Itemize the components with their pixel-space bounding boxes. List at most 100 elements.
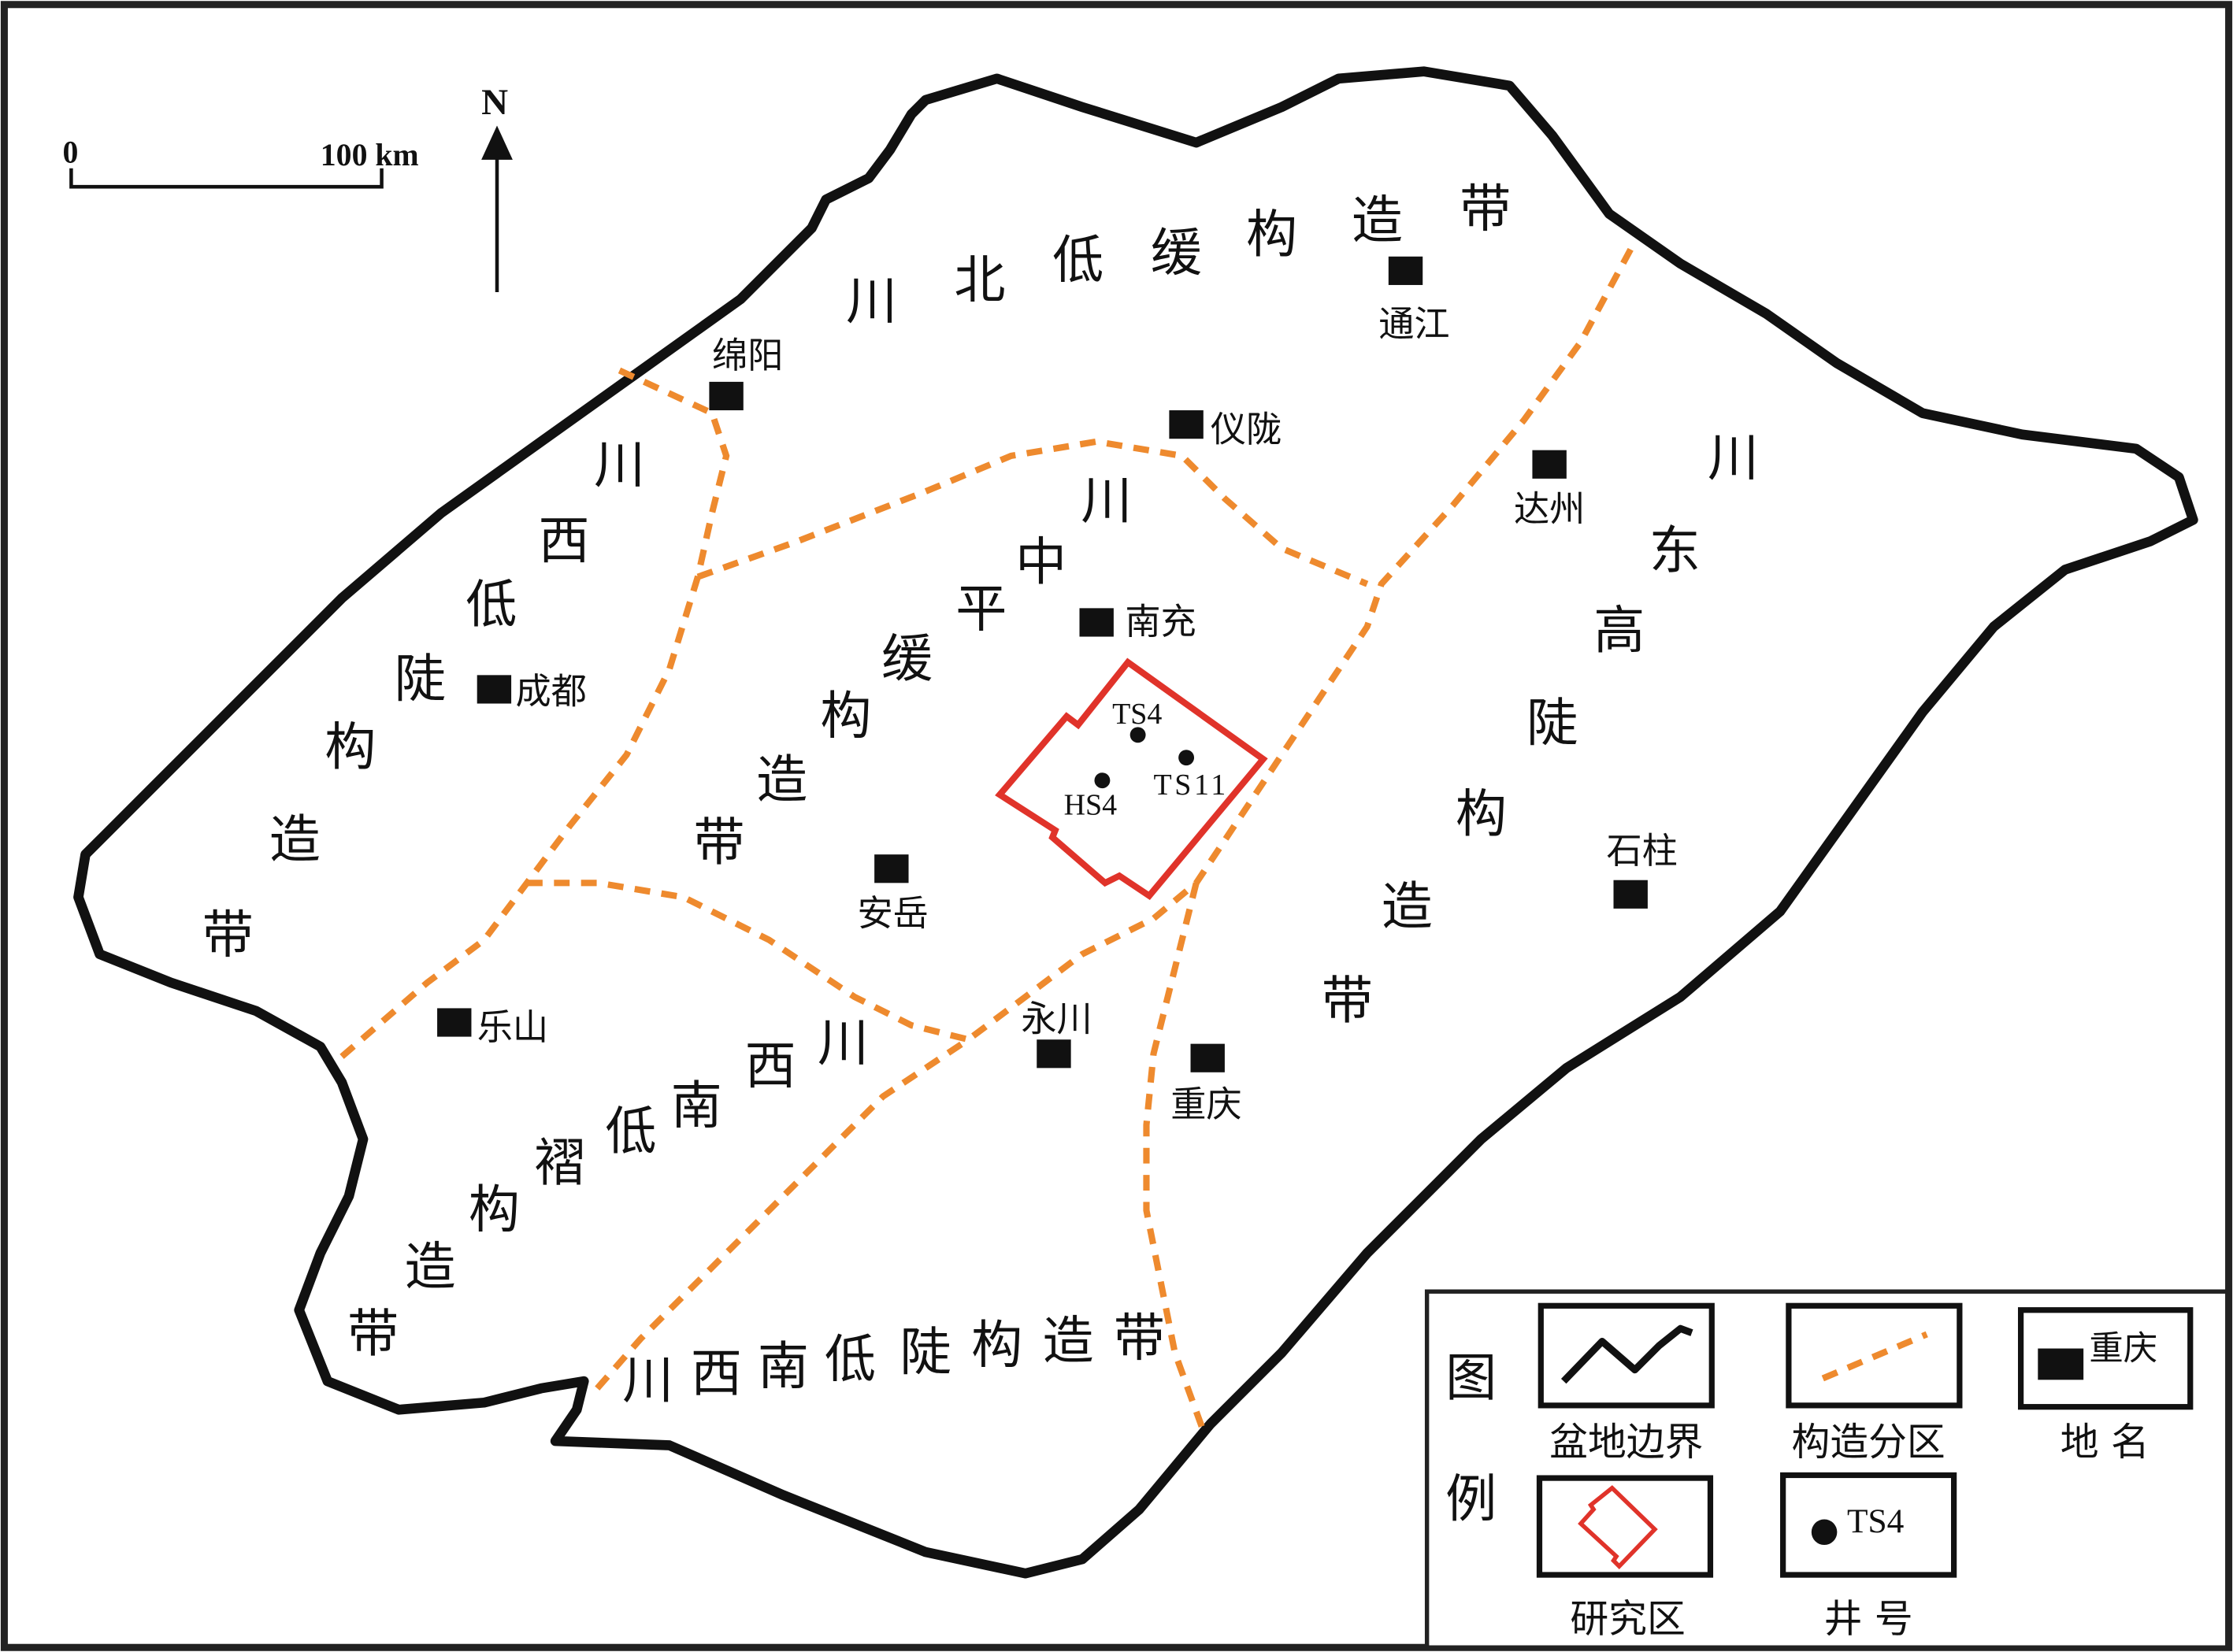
zone-label-char: 缓 bbox=[881, 630, 933, 689]
zone-label-char: 东 bbox=[1649, 522, 1701, 581]
city-square-icon bbox=[1037, 1039, 1071, 1069]
study-area bbox=[995, 657, 1268, 901]
zone-label-char: 造 bbox=[1382, 878, 1433, 937]
zone-label-char: 造 bbox=[404, 1238, 455, 1297]
zone-label-char: 川 bbox=[846, 272, 897, 332]
zone-label-char: 高 bbox=[1593, 602, 1645, 661]
zone-label-char: 褶 bbox=[534, 1134, 585, 1193]
zone-label-char: 造 bbox=[756, 751, 807, 810]
legend-box-study-area bbox=[1536, 1475, 1714, 1578]
city-3: 达州 bbox=[1514, 450, 1585, 530]
zone-label-char: 带 bbox=[347, 1305, 399, 1364]
city-10: 重庆 bbox=[1170, 1043, 1242, 1125]
zone-label-char: 陡 bbox=[900, 1323, 951, 1382]
city-label: 绵阳 bbox=[712, 335, 783, 376]
scale-bar-line bbox=[69, 168, 384, 189]
zone-label-char: 陡 bbox=[1526, 694, 1578, 753]
well-dot bbox=[1094, 772, 1111, 789]
legend-frame bbox=[1424, 1289, 2230, 1650]
zone-label-char: 低 bbox=[605, 1102, 656, 1161]
zone-label-char: 带 bbox=[1460, 180, 1511, 239]
legend-label-division: 构造分区 bbox=[1792, 1420, 1946, 1465]
zone-label-char: 西 bbox=[745, 1037, 796, 1096]
well-label: HS4 bbox=[1064, 789, 1118, 822]
well-dot bbox=[1129, 727, 1146, 743]
north-arrow-head-icon bbox=[481, 125, 513, 160]
city-square-icon bbox=[437, 1008, 472, 1037]
zone-label-char: 造 bbox=[1042, 1312, 1093, 1371]
zone-label-char: 构 bbox=[1456, 785, 1507, 844]
zone-label-5: 川西南低陡构造带 bbox=[622, 1309, 1165, 1410]
zone-label-char: 平 bbox=[955, 580, 1007, 639]
legend-boundary-line-icon bbox=[1560, 1324, 1693, 1384]
zone-label-char: 川 bbox=[594, 436, 645, 495]
city-6: 安岳 bbox=[857, 854, 929, 935]
city-label: 成都 bbox=[516, 671, 587, 713]
zone-label-char: 川 bbox=[1081, 472, 1132, 531]
legend-box-division bbox=[1786, 1302, 1963, 1409]
well-ts4: TS4 bbox=[1112, 698, 1162, 743]
legend-place-square-icon bbox=[2038, 1348, 2084, 1380]
zone-label-char: 构 bbox=[469, 1181, 520, 1240]
legend-label-boundary: 盆地边界 bbox=[1549, 1420, 1703, 1465]
legend-study-area-icon bbox=[1578, 1485, 1658, 1570]
city-8: 乐山 bbox=[437, 1006, 548, 1048]
north-arrow: N bbox=[481, 82, 513, 292]
division-line-east bbox=[966, 247, 1634, 1043]
zone-label-char: 西 bbox=[538, 512, 589, 571]
city-0: 绵阳 bbox=[709, 335, 783, 411]
legend-box-well bbox=[1780, 1472, 1957, 1578]
city-4: 南充 bbox=[1079, 601, 1196, 643]
zone-label-char: 低 bbox=[1052, 232, 1104, 291]
basin-boundary bbox=[73, 66, 2198, 1579]
city-square-icon bbox=[1388, 256, 1423, 285]
well-label: TS11 bbox=[1154, 769, 1229, 802]
legend-box-place bbox=[2017, 1307, 2194, 1410]
well-ts11: TS11 bbox=[1154, 750, 1229, 802]
legend-label-well: 井 号 bbox=[1824, 1596, 1913, 1641]
city-label: 南充 bbox=[1125, 601, 1196, 643]
zone-label-char: 川 bbox=[818, 1014, 869, 1073]
zone-label-char: 低 bbox=[466, 576, 517, 635]
zone-label-char: 中 bbox=[1015, 533, 1066, 592]
zone-label-char: 构 bbox=[971, 1316, 1022, 1375]
zone-label-char: 造 bbox=[269, 811, 321, 870]
legend-title-1: 图 bbox=[1445, 1349, 1497, 1408]
zone-label-0: 川北低缓构造带 bbox=[846, 180, 1511, 332]
legend-label-study-area: 研究区 bbox=[1570, 1596, 1685, 1641]
city-square-icon bbox=[1079, 608, 1114, 637]
city-label: 永川 bbox=[1021, 998, 1092, 1039]
city-9: 永川 bbox=[1021, 998, 1092, 1069]
city-square-icon bbox=[1532, 450, 1567, 479]
zone-label-char: 带 bbox=[1322, 972, 1373, 1031]
legend-label-place: 地 名 bbox=[2061, 1420, 2150, 1465]
division-line-southeast bbox=[1143, 882, 1207, 1432]
city-square-icon bbox=[874, 854, 909, 883]
city-1: 通江 bbox=[1378, 256, 1450, 345]
city-square-icon bbox=[1169, 410, 1204, 439]
city-square-icon bbox=[709, 381, 744, 411]
zone-label-char: 西 bbox=[691, 1345, 742, 1404]
legend-title-2: 例 bbox=[1445, 1470, 1497, 1529]
zone-label-char: 缓 bbox=[1151, 224, 1202, 283]
well-label: TS4 bbox=[1112, 698, 1162, 731]
north-label: N bbox=[481, 82, 508, 123]
city-label: 通江 bbox=[1378, 303, 1449, 345]
zone-label-char: 构 bbox=[820, 687, 871, 746]
city-label: 石柱 bbox=[1606, 830, 1677, 872]
city-label: 安岳 bbox=[857, 893, 928, 935]
legend-division-line-icon bbox=[1821, 1331, 1928, 1382]
city-label: 乐山 bbox=[477, 1006, 548, 1048]
well-dot bbox=[1178, 750, 1195, 766]
scale-zero: 0 bbox=[63, 135, 79, 169]
legend-box-boundary bbox=[1538, 1302, 1715, 1409]
zone-label-char: 陡 bbox=[395, 650, 446, 709]
zone-label-char: 带 bbox=[1114, 1309, 1165, 1368]
scale-end: 100 km bbox=[321, 138, 419, 172]
city-square-icon bbox=[1190, 1043, 1225, 1072]
